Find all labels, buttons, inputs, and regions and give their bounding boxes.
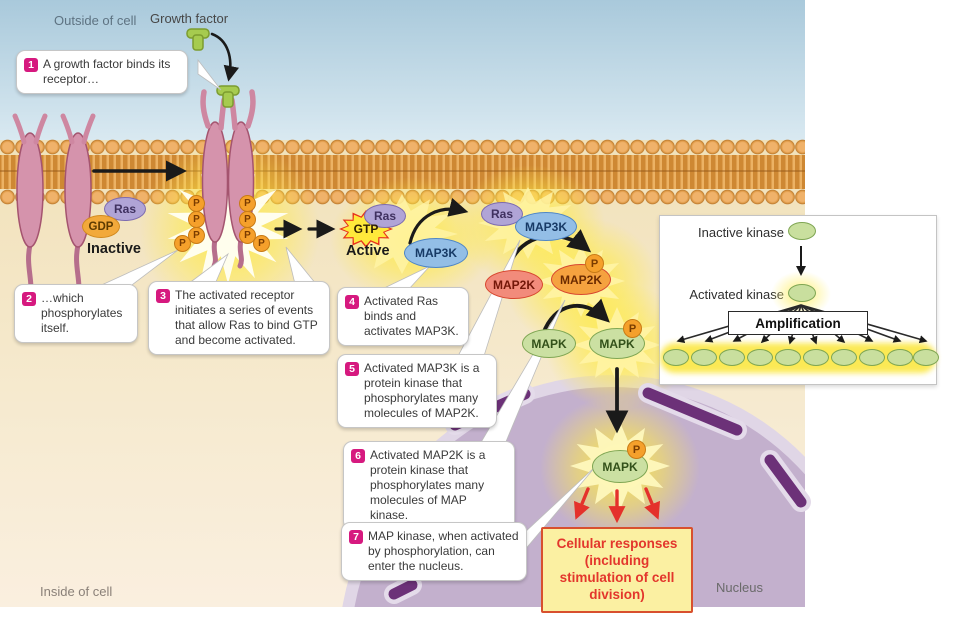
map3k-active: MAP3K bbox=[515, 212, 577, 241]
gtp-activation-starburst bbox=[346, 194, 458, 274]
phosphate-badge: P bbox=[239, 211, 256, 228]
growth-factor-bound bbox=[216, 85, 240, 108]
mapk-inactive: MAPK bbox=[522, 329, 576, 358]
phosphate-badge: P bbox=[239, 195, 256, 212]
callout-5-text: Activated MAP3K is a protein kinase that… bbox=[364, 361, 480, 420]
callout-5-number: 5 bbox=[345, 362, 359, 376]
callout-6-number: 6 bbox=[351, 449, 365, 463]
inactive-kinase-label: Inactive kinase bbox=[698, 225, 784, 240]
callout-1-text: A growth factor binds its receptor… bbox=[43, 57, 171, 86]
kinase-molecule bbox=[803, 349, 829, 366]
callout-4-number: 4 bbox=[345, 295, 359, 309]
active-label: Active bbox=[346, 243, 390, 259]
inactive-receptor-1 bbox=[12, 113, 48, 307]
kinase-molecule bbox=[831, 349, 857, 366]
outside-of-cell-label: Outside of cell bbox=[54, 13, 137, 28]
callout-2-number: 2 bbox=[22, 292, 36, 306]
phosphate-badge: P bbox=[188, 211, 205, 228]
kinase-molecule bbox=[691, 349, 717, 366]
callout-6: 6 Activated MAP2K is a protein kinase th… bbox=[343, 441, 515, 530]
gtp-label: GTP bbox=[353, 222, 379, 236]
phosphate-badge: P bbox=[627, 440, 646, 459]
map2k-inactive: MAP2K bbox=[485, 270, 543, 299]
kinase-molecule bbox=[913, 349, 939, 366]
map2k-phosphorylates-mapk-arrow bbox=[541, 298, 610, 336]
gdp: GDP bbox=[82, 215, 120, 238]
kinase-molecule bbox=[887, 349, 913, 366]
callout-1-number: 1 bbox=[24, 58, 38, 72]
phosphate-badge: P bbox=[585, 254, 604, 273]
activated-kinase-molecule bbox=[788, 284, 816, 302]
cellular-responses-box: Cellular responses (including stimulatio… bbox=[541, 527, 693, 613]
growth-factor-label: Growth factor bbox=[150, 11, 229, 26]
callout-7: 7 MAP kinase, when activated by phosphor… bbox=[341, 522, 527, 581]
kinase-molecule bbox=[775, 349, 801, 366]
receptor-starburst bbox=[167, 168, 289, 284]
callout-3-number: 3 bbox=[156, 289, 170, 303]
nucleus-label: Nucleus bbox=[716, 580, 763, 595]
phosphate-badge: P bbox=[188, 195, 205, 212]
phosphate-badge: P bbox=[174, 235, 191, 252]
kinase-molecule bbox=[747, 349, 773, 366]
callout-4-text: Activated Ras binds and activates MAP3K. bbox=[364, 294, 459, 338]
map3k-inactive: MAP3K bbox=[404, 238, 468, 268]
callout-2-text: …which phosphorylates itself. bbox=[41, 291, 123, 335]
callout-2: 2 …which phosphorylates itself. bbox=[14, 284, 138, 343]
inside-of-cell-label: Inside of cell bbox=[40, 584, 113, 599]
callout-5: 5 Activated MAP3K is a protein kinase th… bbox=[337, 354, 497, 428]
callout-3: 3 The activated receptor initiates a ser… bbox=[148, 281, 330, 355]
phosphate-badge: P bbox=[239, 227, 256, 244]
cellular-response-arrows bbox=[574, 487, 660, 524]
inactive-receptor-2 bbox=[60, 113, 96, 307]
callout-7-number: 7 bbox=[349, 530, 363, 544]
activated-kinase-label: Activated kinase bbox=[689, 287, 784, 302]
callout-1: 1 A growth factor binds its receptor… bbox=[16, 50, 188, 94]
callout-4: 4 Activated Ras binds and activates MAP3… bbox=[337, 287, 469, 346]
ras-binds-map3k-arrow bbox=[408, 198, 469, 245]
callout-7-text: MAP kinase, when activated by phosphoryl… bbox=[368, 529, 519, 573]
growth-factor-binding-arrow bbox=[210, 32, 239, 82]
inactive-label: Inactive bbox=[87, 241, 141, 257]
kinase-molecule bbox=[663, 349, 689, 366]
kinase-molecule bbox=[859, 349, 885, 366]
inactive-kinase-molecule bbox=[788, 222, 816, 240]
callout-3-text: The activated receptor initiates a serie… bbox=[175, 288, 318, 347]
ras-active: Ras bbox=[364, 204, 406, 228]
phosphate-badge: P bbox=[623, 319, 642, 338]
activated-receptor-dimer bbox=[200, 89, 256, 269]
amplification-box: Amplification bbox=[728, 311, 868, 335]
kinase-molecule bbox=[719, 349, 745, 366]
phosphate-badge: P bbox=[253, 235, 270, 252]
growth-factor-free bbox=[186, 28, 210, 51]
amplification-inset: Amplification Inactive kinase Activated … bbox=[659, 215, 939, 385]
phosphate-badge: P bbox=[188, 227, 205, 244]
callout-6-text: Activated MAP2K is a protein kinase that… bbox=[370, 448, 486, 522]
